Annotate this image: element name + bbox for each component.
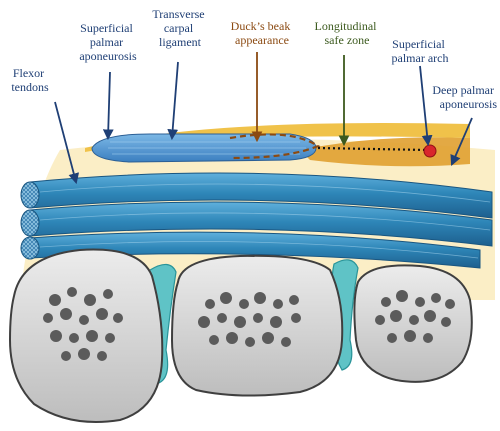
label-superficial-palmar-arch: Superficial palmar arch: [392, 37, 449, 65]
label-transverse-carpal-ligament: Transverse carpal ligament: [152, 7, 207, 49]
label-flexor-tendons: Flexor tendons: [11, 66, 49, 94]
label-superficial-palmar-aponeurosis: Superficial palmar aponeurosis: [79, 21, 137, 63]
label-deep-palmar-aponeurosis: Deep palmar aponeurosis: [432, 83, 497, 111]
carpal-bones: [10, 250, 472, 422]
label-longitudinal-safe-zone: Longitudinal safe zone: [315, 19, 380, 47]
label-ducks-beak: Duck’s beak appearance: [231, 19, 294, 47]
superficial-palmar-arch: [424, 145, 436, 157]
leader-transverse-carpal-ligament: [172, 62, 178, 138]
leader-superficial-palmar-aponeurosis: [108, 72, 110, 138]
